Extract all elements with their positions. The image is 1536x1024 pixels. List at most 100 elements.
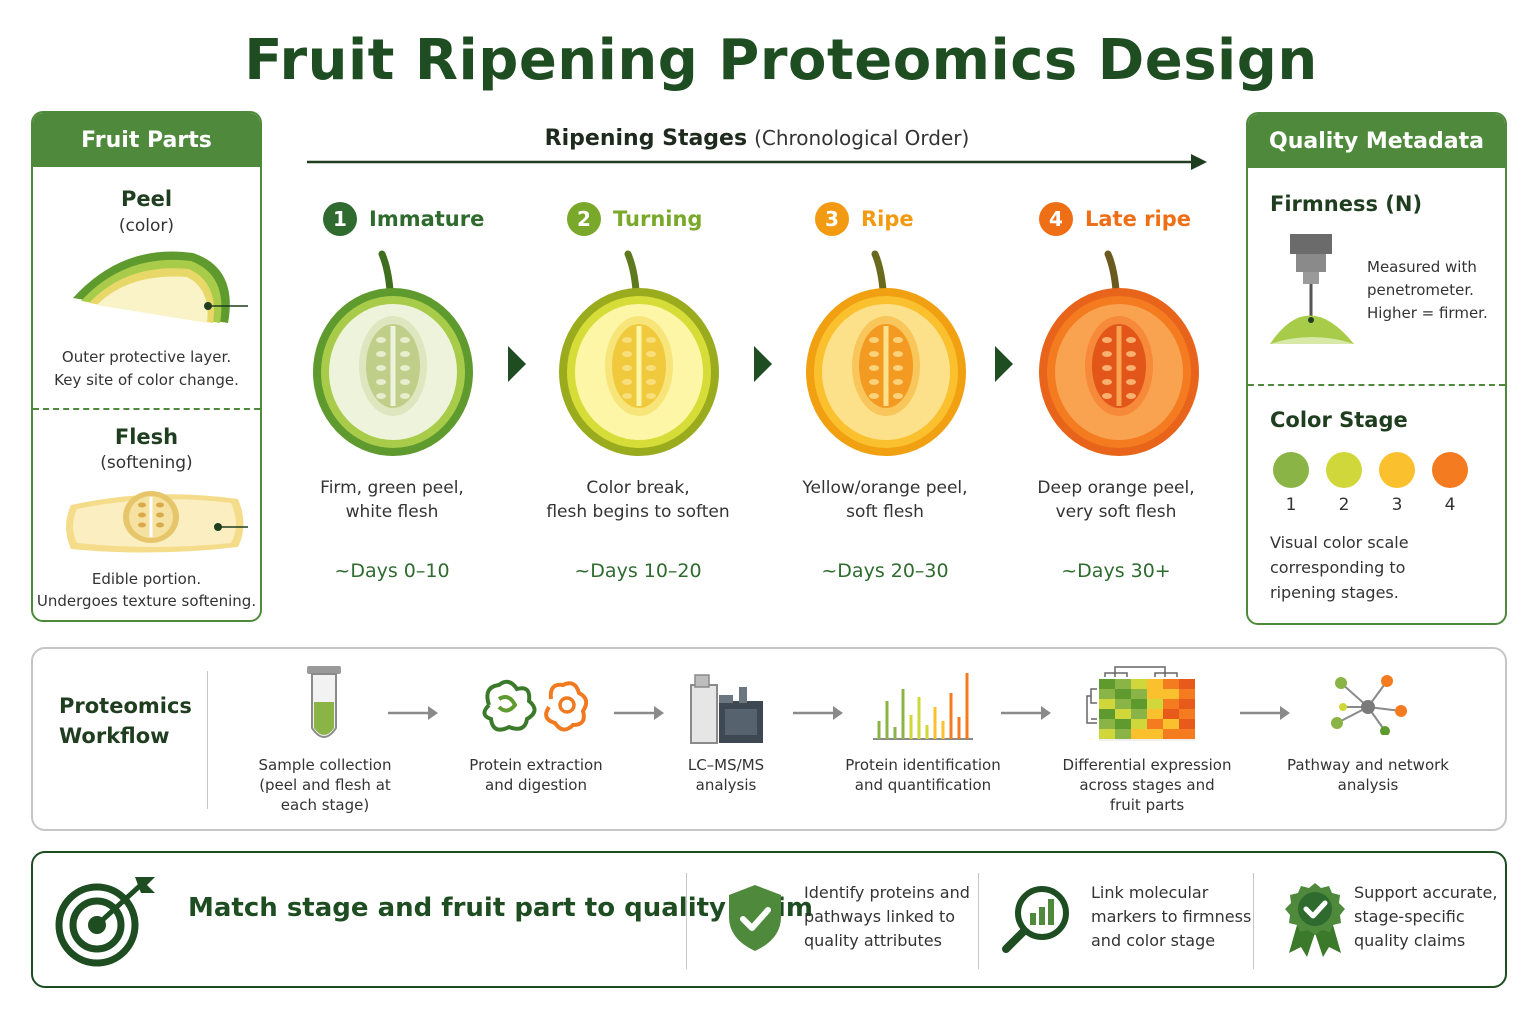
- quality-claim-banner: Match stage and fruit part to quality cl…: [31, 851, 1507, 988]
- firmness-title: Firmness (N): [1270, 192, 1423, 216]
- banner-item-1-text: Identify proteins and pathways linked to…: [804, 881, 970, 953]
- color-label-4: 4: [1445, 495, 1456, 515]
- step-2-line-2: and digestion: [485, 776, 587, 794]
- heatmap-icon: [1086, 666, 1195, 741]
- ripening-stages-header: Ripening Stages (Chronological Order): [307, 126, 1207, 151]
- stage-arrow-1-icon: [508, 346, 526, 382]
- peel-title: Peel: [120, 187, 173, 211]
- step-1-line-1: Sample collection: [258, 756, 392, 774]
- stage-3-days: ~Days 20–30: [821, 560, 949, 582]
- stage-2-days: ~Days 10–20: [574, 560, 702, 582]
- banner-item-2-line-1: Link molecular: [1091, 883, 1209, 902]
- workflow-title: Proteomics Workflow: [59, 691, 192, 751]
- step-5-line-2: across stages and: [1079, 776, 1215, 794]
- banner-item-1-line-1: Identify proteins and: [804, 883, 970, 902]
- color-line-3: ripening stages.: [1270, 583, 1399, 602]
- protein-icon: [482, 679, 589, 732]
- workflow-arrow-4-icon: [1001, 706, 1051, 720]
- proteomics-workflow-panel: Proteomics Workflow Sample collection (p…: [31, 647, 1507, 831]
- workflow-arrow-3-icon: [793, 706, 843, 720]
- flesh-title: Flesh: [114, 425, 179, 449]
- step-4-line-2: and quantification: [854, 776, 992, 794]
- page-title: Fruit Ripening Proteomics Design: [244, 28, 1318, 93]
- network-icon: [1331, 675, 1407, 735]
- peel-note: (color): [118, 216, 175, 236]
- fruit-parts-panel: Fruit Parts Peel (color) Outer protectiv…: [31, 111, 262, 622]
- color-scale: 1 2 3 4: [1273, 452, 1468, 515]
- flesh-note: (softening): [100, 453, 193, 473]
- color-desc: Visual color scale corresponding to ripe…: [1270, 530, 1409, 605]
- timeline-arrow: [307, 154, 1207, 170]
- stage-1-number: 1: [323, 202, 357, 236]
- peel-slice-icon: [73, 251, 248, 323]
- magnifier-chart-icon: [1002, 886, 1069, 953]
- banner-item-3-line-3: quality claims: [1354, 931, 1466, 950]
- step-4-line-1: Protein identification: [845, 756, 1001, 774]
- workflow-step-3-label: LC–MS/MS analysis: [661, 755, 791, 795]
- stage-4-desc-1: Deep orange peel,: [1037, 478, 1195, 498]
- step-6-line-1: Pathway and network: [1287, 756, 1449, 774]
- step-5-line-3: fruit parts: [1109, 796, 1185, 814]
- firmness-line-2: penetrometer.: [1367, 281, 1474, 299]
- flesh-desc-1: Edible portion.: [91, 570, 202, 588]
- banner-item-1-line-3: quality attributes: [804, 931, 942, 950]
- workflow-step-1-label: Sample collection (peel and flesh at eac…: [245, 755, 405, 815]
- mass-spectrometer-icon: [690, 674, 763, 744]
- flesh-desc-2: Undergoes texture softening.: [36, 592, 257, 610]
- step-1-line-2: (peel and flesh at: [259, 776, 391, 794]
- stage-arrow-2-icon: [754, 346, 772, 382]
- color-swatch-2: [1326, 452, 1362, 488]
- color-label-3: 3: [1392, 495, 1403, 515]
- step-5-line-1: Differential expression: [1062, 756, 1232, 774]
- stage-3-label: 3 Ripe: [815, 202, 914, 236]
- stage-1-name: Immature: [369, 207, 485, 231]
- melon-turning-icon: [559, 250, 719, 456]
- penetrometer-icon: [1270, 234, 1354, 344]
- stage-3-desc-2: soft flesh: [846, 502, 924, 522]
- color-swatch-1: [1273, 452, 1309, 488]
- workflow-step-4-label: Protein identification and quantificatio…: [843, 755, 1003, 795]
- quality-claim-title: Match stage and fruit part to quality cl…: [188, 893, 813, 923]
- workflow-arrow-2-icon: [614, 706, 664, 720]
- stage-4-number: 4: [1039, 202, 1073, 236]
- stage-2-desc-2: flesh begins to soften: [546, 502, 730, 522]
- workflow-arrow-5-icon: [1240, 706, 1290, 720]
- workflow-title-line-1: Proteomics: [59, 694, 192, 718]
- firmness-desc: Measured with penetrometer. Higher = fir…: [1367, 256, 1488, 325]
- melon-ripe-icon: [806, 250, 966, 456]
- test-tube-icon: [307, 666, 341, 738]
- target-icon: [55, 877, 155, 967]
- stage-arrow-3-icon: [995, 346, 1013, 382]
- stage-2-label: 2 Turning: [567, 202, 702, 236]
- banner-item-1-line-2: pathways linked to: [804, 907, 956, 926]
- banner-item-2-line-2: markers to firmness: [1091, 907, 1252, 926]
- color-line-2: corresponding to: [1270, 558, 1406, 577]
- stage-4-label: 4 Late ripe: [1039, 202, 1191, 236]
- stage-4-days: ~Days 30+: [1061, 560, 1171, 582]
- ripening-stages-label: Ripening Stages: [544, 126, 748, 151]
- banner-divider-1: [686, 873, 687, 969]
- stage-2-name: Turning: [613, 207, 703, 231]
- color-line-1: Visual color scale: [1270, 533, 1409, 552]
- color-stage-title: Color Stage: [1270, 408, 1408, 432]
- color-swatch-4: [1432, 452, 1468, 488]
- banner-item-3-line-2: stage-specific: [1354, 907, 1465, 926]
- workflow-title-line-2: Workflow: [59, 724, 170, 748]
- color-swatch-3: [1379, 452, 1415, 488]
- stage-4-name: Late ripe: [1085, 207, 1191, 231]
- stage-2-desc-1: Color break,: [586, 478, 690, 498]
- step-2-line-1: Protein extraction: [469, 756, 603, 774]
- award-ribbon-icon: [1285, 883, 1345, 957]
- color-label-1: 1: [1286, 495, 1297, 515]
- stage-4-desc-2: very soft flesh: [1055, 502, 1177, 522]
- color-label-2: 2: [1339, 495, 1350, 515]
- workflow-arrow-1-icon: [388, 706, 438, 720]
- quality-metadata-panel: Quality Metadata Firmness (N) Measured w…: [1246, 112, 1507, 625]
- melon-late-ripe-icon: [1039, 250, 1199, 456]
- melon-immature-icon: [313, 250, 473, 456]
- workflow-step-5-label: Differential expression across stages an…: [1057, 755, 1237, 815]
- stage-1-desc-2: white flesh: [345, 502, 439, 522]
- banner-divider-2: [978, 873, 979, 969]
- stage-3-name: Ripe: [861, 207, 914, 231]
- spectrum-icon: [873, 673, 973, 740]
